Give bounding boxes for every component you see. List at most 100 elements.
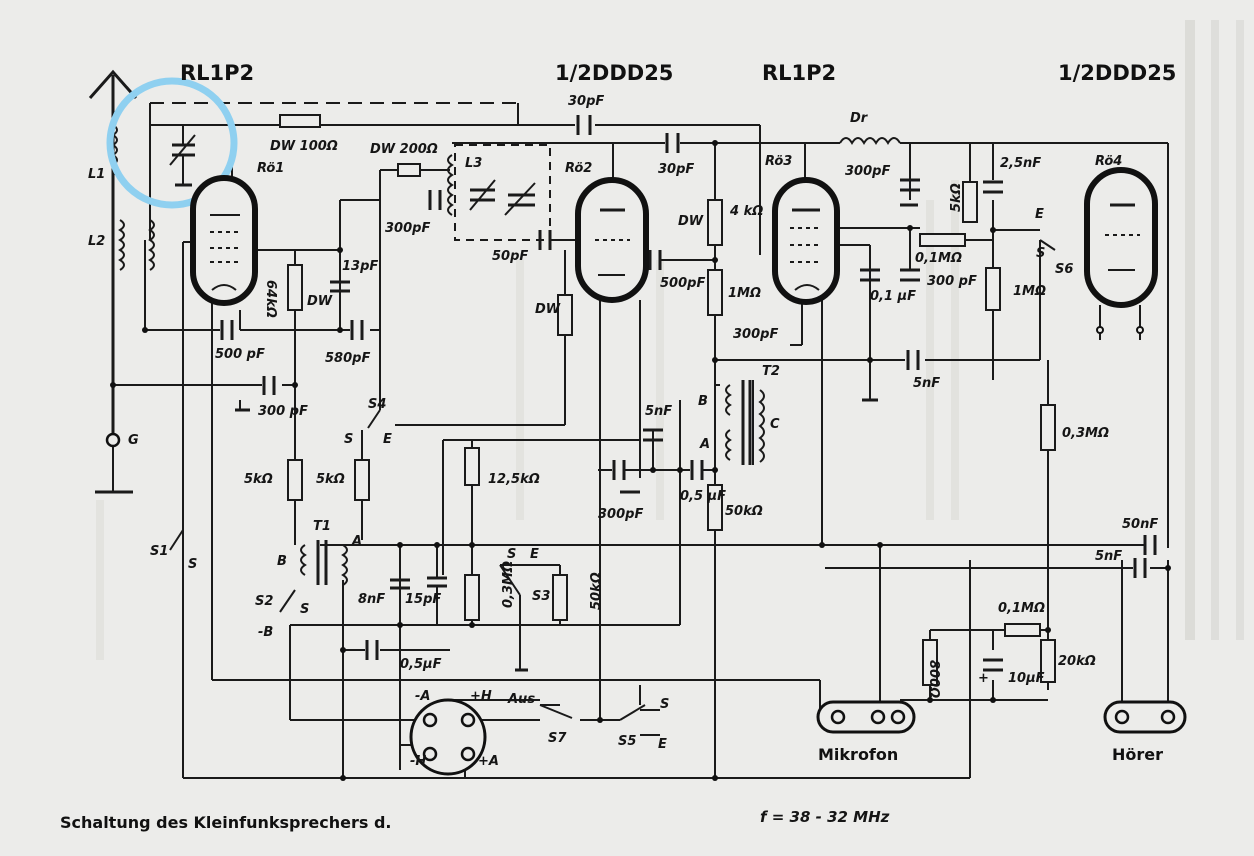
label-s7-aus: Aus bbox=[507, 692, 535, 707]
resistor-0-3m-s3 bbox=[464, 574, 480, 621]
tube-rö4 bbox=[1084, 167, 1158, 334]
label-r1m-right: 1MΩ bbox=[1013, 284, 1046, 299]
tube-rö1 bbox=[190, 175, 258, 306]
variable-capacitor-l1 bbox=[169, 125, 196, 187]
label-c50: 50pF bbox=[492, 249, 528, 264]
label-c500-mid: 500pF bbox=[660, 276, 705, 291]
resistor-5k-right bbox=[962, 181, 978, 223]
junction-dots bbox=[110, 140, 1171, 781]
transformer-t2 bbox=[725, 380, 765, 465]
label-r1m-mid: 1MΩ bbox=[728, 286, 761, 301]
label-t2a: A bbox=[699, 437, 710, 452]
cap-15pf bbox=[427, 576, 447, 588]
resistor-20k bbox=[1040, 639, 1056, 683]
resistor-12-5k bbox=[464, 447, 480, 486]
label-plug-a-minus: -A bbox=[415, 689, 430, 704]
label-plus: + bbox=[978, 671, 989, 686]
label-c300-r3: 300 pF bbox=[927, 274, 977, 289]
label-s5-s: S bbox=[660, 697, 669, 712]
label-c01uf: 0,1 μF bbox=[870, 289, 916, 304]
label-s1: S1 bbox=[150, 544, 168, 559]
resistor-0-1m-b bbox=[1004, 623, 1041, 637]
tube-label-4: 1/2DDD25 bbox=[1058, 61, 1176, 85]
cap-8nf bbox=[390, 578, 410, 590]
frequency-label: f = 38 - 32 MHz bbox=[760, 808, 890, 826]
resistor-dw100 bbox=[279, 114, 321, 128]
tube-label-3: RL1P2 bbox=[762, 61, 836, 85]
cap-50pf bbox=[538, 230, 552, 250]
bleed-through-text bbox=[96, 20, 1244, 660]
label-plug-a-plus: +A bbox=[478, 754, 499, 769]
label-s2-s: S bbox=[300, 602, 309, 617]
label-s5-e: E bbox=[658, 737, 667, 752]
resistor-0-3m-right bbox=[1040, 404, 1056, 451]
label-g: G bbox=[128, 433, 139, 448]
power-plug bbox=[409, 698, 487, 776]
choke-dr bbox=[839, 137, 901, 145]
label-c13: 13pF bbox=[342, 259, 378, 274]
label-c5nf-mid: 5nF bbox=[645, 404, 672, 419]
tube-ref-2: Rö2 bbox=[565, 161, 592, 176]
label-t2b: B bbox=[698, 394, 708, 409]
transformer-t1 bbox=[300, 540, 348, 586]
label-t2: T2 bbox=[762, 364, 780, 379]
resistors bbox=[279, 114, 1056, 686]
label-c300-bot: 300pF bbox=[598, 507, 643, 522]
label-r20k: 20kΩ bbox=[1058, 654, 1096, 669]
label-s4-s: S bbox=[344, 432, 353, 447]
label-c30a: 30pF bbox=[568, 94, 604, 109]
cap-580pf bbox=[350, 320, 364, 340]
cap-30pf-b bbox=[665, 133, 680, 153]
label-r50k-mid: 50kΩ bbox=[725, 504, 763, 519]
tube-ref-4: Rö4 bbox=[1095, 154, 1122, 169]
plug-labels: -A +H -H +A bbox=[410, 689, 499, 769]
label-r03m-s3: 0,3MΩ bbox=[501, 561, 516, 608]
label-r64k: 64kΩ bbox=[263, 280, 278, 318]
label-t1b: B bbox=[277, 554, 287, 569]
label-mikrofon: Mikrofon bbox=[818, 745, 898, 764]
cap-300pf-g bbox=[262, 376, 276, 395]
label-c300-l3: 300pF bbox=[385, 221, 430, 236]
label-s1-s: S bbox=[188, 557, 197, 572]
label-r5k-l2: 5kΩ bbox=[316, 472, 345, 487]
cap-300pf-top bbox=[900, 178, 920, 192]
label-r5k-l: 5kΩ bbox=[244, 472, 273, 487]
tube-ref-3: Rö3 bbox=[765, 154, 792, 169]
cap-500pf-mid bbox=[648, 250, 662, 270]
tube-ref-1: Rö1 bbox=[257, 161, 284, 176]
label-dr: Dr bbox=[850, 111, 869, 126]
cap-2-5nf bbox=[983, 180, 1003, 194]
tube-rö2 bbox=[575, 177, 649, 303]
tube-label-2: 1/2DDD25 bbox=[555, 61, 673, 85]
label-c5nf-r: 5nF bbox=[913, 376, 940, 391]
label-s3-e: E bbox=[530, 547, 539, 562]
label-s6: S6 bbox=[1055, 262, 1073, 277]
label-c5nf-b: 5nF bbox=[1095, 549, 1122, 564]
cap-300pf-l3 bbox=[428, 190, 442, 210]
tube-rö3 bbox=[772, 177, 840, 305]
label-dw-rö2: DW bbox=[535, 302, 561, 317]
label-c500-r1: 500 pF bbox=[215, 347, 265, 362]
label-t1a: A bbox=[351, 534, 362, 549]
resistor-1m-mid bbox=[707, 269, 723, 316]
label-c25nf: 2,5nF bbox=[1000, 156, 1041, 171]
cap-0-5uf bbox=[690, 460, 704, 480]
label-s5: S5 bbox=[618, 734, 636, 749]
cap-5nf-r bbox=[906, 350, 920, 370]
label-c8nf: 8nF bbox=[358, 592, 385, 607]
label-hoerer: Hörer bbox=[1112, 745, 1163, 764]
tube-label-1: RL1P2 bbox=[180, 61, 254, 85]
label-plug-h-plus: +H bbox=[470, 689, 492, 704]
label-s7: S7 bbox=[548, 731, 567, 746]
label-e-right: E bbox=[1035, 207, 1044, 222]
cap-50nf bbox=[1143, 535, 1157, 555]
resistor-5k-l bbox=[287, 459, 303, 501]
cap-300pf-bot bbox=[612, 460, 626, 480]
label-plug-h-minus: -H bbox=[410, 754, 426, 769]
label-l2: L2 bbox=[88, 234, 105, 249]
switch-labels: S1 S S2 S -B S3 S E S4 S E S6 S7 Aus S5 … bbox=[150, 262, 1073, 752]
cap-300pf-r3 bbox=[900, 268, 920, 282]
resistor-64k bbox=[287, 264, 303, 311]
